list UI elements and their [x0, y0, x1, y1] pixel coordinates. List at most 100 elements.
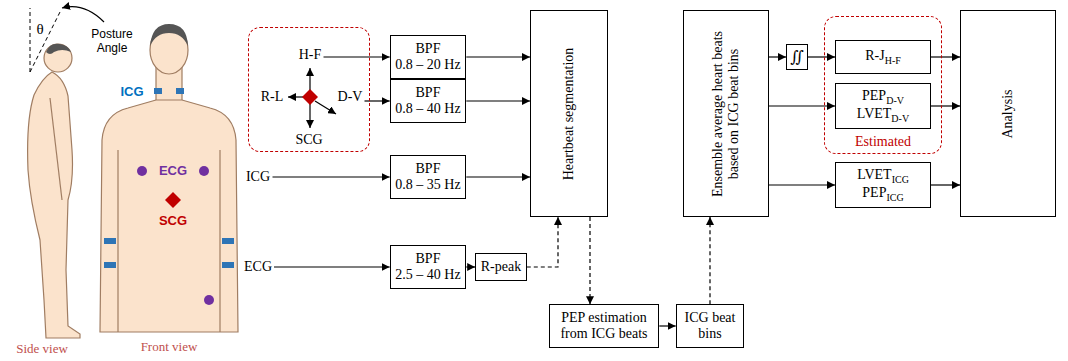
process-box: R-peak: [475, 253, 527, 281]
text-wrap: D-V: [338, 89, 363, 105]
text-wrap: BPF0.8 – 35 Hz: [395, 161, 460, 193]
axis-label: D-V: [336, 87, 365, 108]
estimated-group: Estimated R-JH-F PEPD-VLVETD-V: [824, 16, 942, 154]
vertical-reference: [30, 8, 31, 72]
box-label: PEP estimation from ICG beats: [554, 310, 654, 342]
process-box: Analysis: [960, 10, 1056, 217]
group-caption: Estimated: [825, 134, 941, 150]
side-head: [44, 44, 72, 72]
signal-name: H-F: [299, 47, 322, 63]
connector: [466, 176, 530, 177]
label-box: Posture Angle: [85, 28, 139, 56]
text-line: R-JH-F: [865, 48, 901, 66]
quantity-label: LVET: [857, 106, 891, 121]
filter-box: BPF2.5 – 40 Hz: [390, 245, 467, 289]
text-wrap: PEP estimation from ICG beats: [554, 310, 654, 342]
text-wrap: ∬: [790, 48, 804, 66]
box-label: BPF: [395, 41, 460, 57]
ecg-electrode: [199, 166, 209, 176]
connector: [659, 325, 675, 326]
label-box: ECG: [159, 163, 187, 179]
front-torso: [100, 100, 238, 332]
signal-name: ECG: [244, 259, 272, 275]
text-line: LVETICG: [857, 167, 909, 185]
icg-electrode: [176, 88, 184, 94]
box-label: ICG beat bins: [681, 310, 739, 342]
box-label: BPF: [395, 161, 460, 177]
connector: [466, 100, 530, 101]
box-label: Ensemble average heart beats based on IC…: [710, 18, 742, 210]
figure-label: Side view: [16, 342, 68, 357]
subscript-label: H-F: [885, 55, 901, 66]
signal-label: ICG: [244, 167, 273, 188]
label-box: θ: [36, 21, 43, 38]
figure-label: θ: [36, 21, 43, 38]
connector: [931, 105, 960, 106]
side-view-figure: [28, 7, 104, 338]
quantity-label: LVET: [857, 167, 891, 182]
scg-axes: [288, 68, 336, 128]
figure-label: R-L: [261, 89, 284, 105]
box-label: 2.5 – 40 Hz: [395, 267, 460, 283]
rotated-text-wrap: Ensemble average heart beats based on IC…: [710, 18, 742, 210]
signal-name: ICG: [246, 169, 270, 185]
connector: [324, 56, 390, 57]
text-line: PEPD-V: [857, 88, 909, 106]
ecg-electrode: [204, 295, 214, 305]
output-box: LVETICGPEPICG: [835, 162, 931, 209]
label-box: Front view: [141, 339, 198, 355]
text-wrap: ECG: [244, 259, 272, 275]
icg-electrode: [104, 238, 116, 244]
rotated-text-wrap: Heartbeat segmentation: [561, 19, 577, 209]
box-label: 0.8 – 35 Hz: [395, 177, 460, 193]
label-box: R-L: [261, 89, 284, 105]
icg-electrode: [104, 262, 116, 268]
rotated-text-wrap: Analysis: [1000, 19, 1016, 209]
output-box: PEPD-VLVETD-V: [835, 83, 931, 130]
operator-box: ∬: [786, 44, 808, 70]
figure-label: ICG: [120, 85, 143, 100]
filter-box: BPF0.8 – 35 Hz: [390, 155, 467, 199]
connector: [466, 56, 530, 57]
quantity-label: PEP: [862, 88, 886, 103]
axis-arrow: [309, 68, 310, 91]
group-label: SCG: [249, 132, 369, 148]
connector: [365, 100, 390, 101]
front-arm-right: [219, 150, 220, 332]
text-wrap: LVETICGPEPICG: [857, 167, 909, 203]
text-wrap: ICG beat bins: [681, 310, 739, 342]
text-wrap: BPF0.8 – 40 Hz: [395, 85, 460, 117]
posture-line: [30, 12, 60, 72]
icg-electrode: [222, 262, 234, 268]
dashed-connector: [709, 217, 710, 304]
axis-arrow: [315, 101, 336, 114]
text-wrap: BPF0.8 – 20 Hz: [395, 41, 460, 73]
connector: [274, 266, 390, 267]
connector: [931, 56, 960, 57]
figure-label: Front view: [141, 340, 198, 355]
box-label: 0.8 – 20 Hz: [395, 57, 460, 73]
icg-electrode: [222, 238, 234, 244]
box-label: BPF: [395, 251, 460, 267]
connector: [769, 184, 835, 185]
subscript-label: ICG: [886, 192, 903, 203]
text-wrap: R-JH-F: [865, 48, 901, 66]
icg-electrode: [154, 88, 162, 94]
connector: [273, 176, 390, 177]
posture-arrow: [62, 7, 104, 22]
text-wrap: ICG: [246, 169, 270, 185]
process-box: Ensemble average heart beats based on IC…: [683, 10, 769, 217]
scg-sensor: [302, 89, 318, 105]
connector: [769, 56, 786, 57]
process-box: PEP estimation from ICG beats: [549, 304, 660, 348]
front-arm-left: [117, 150, 118, 332]
signal-name: D-V: [338, 89, 363, 105]
process-box: ICG beat bins: [676, 304, 745, 348]
box-label: BPF: [395, 85, 460, 101]
front-view-figure: [100, 24, 238, 332]
subscript-label: ICG: [892, 174, 909, 185]
group-caption: SCG: [249, 132, 369, 148]
connector: [466, 266, 475, 267]
ecg-electrode: [137, 166, 147, 176]
dashed-connector: [527, 217, 558, 267]
